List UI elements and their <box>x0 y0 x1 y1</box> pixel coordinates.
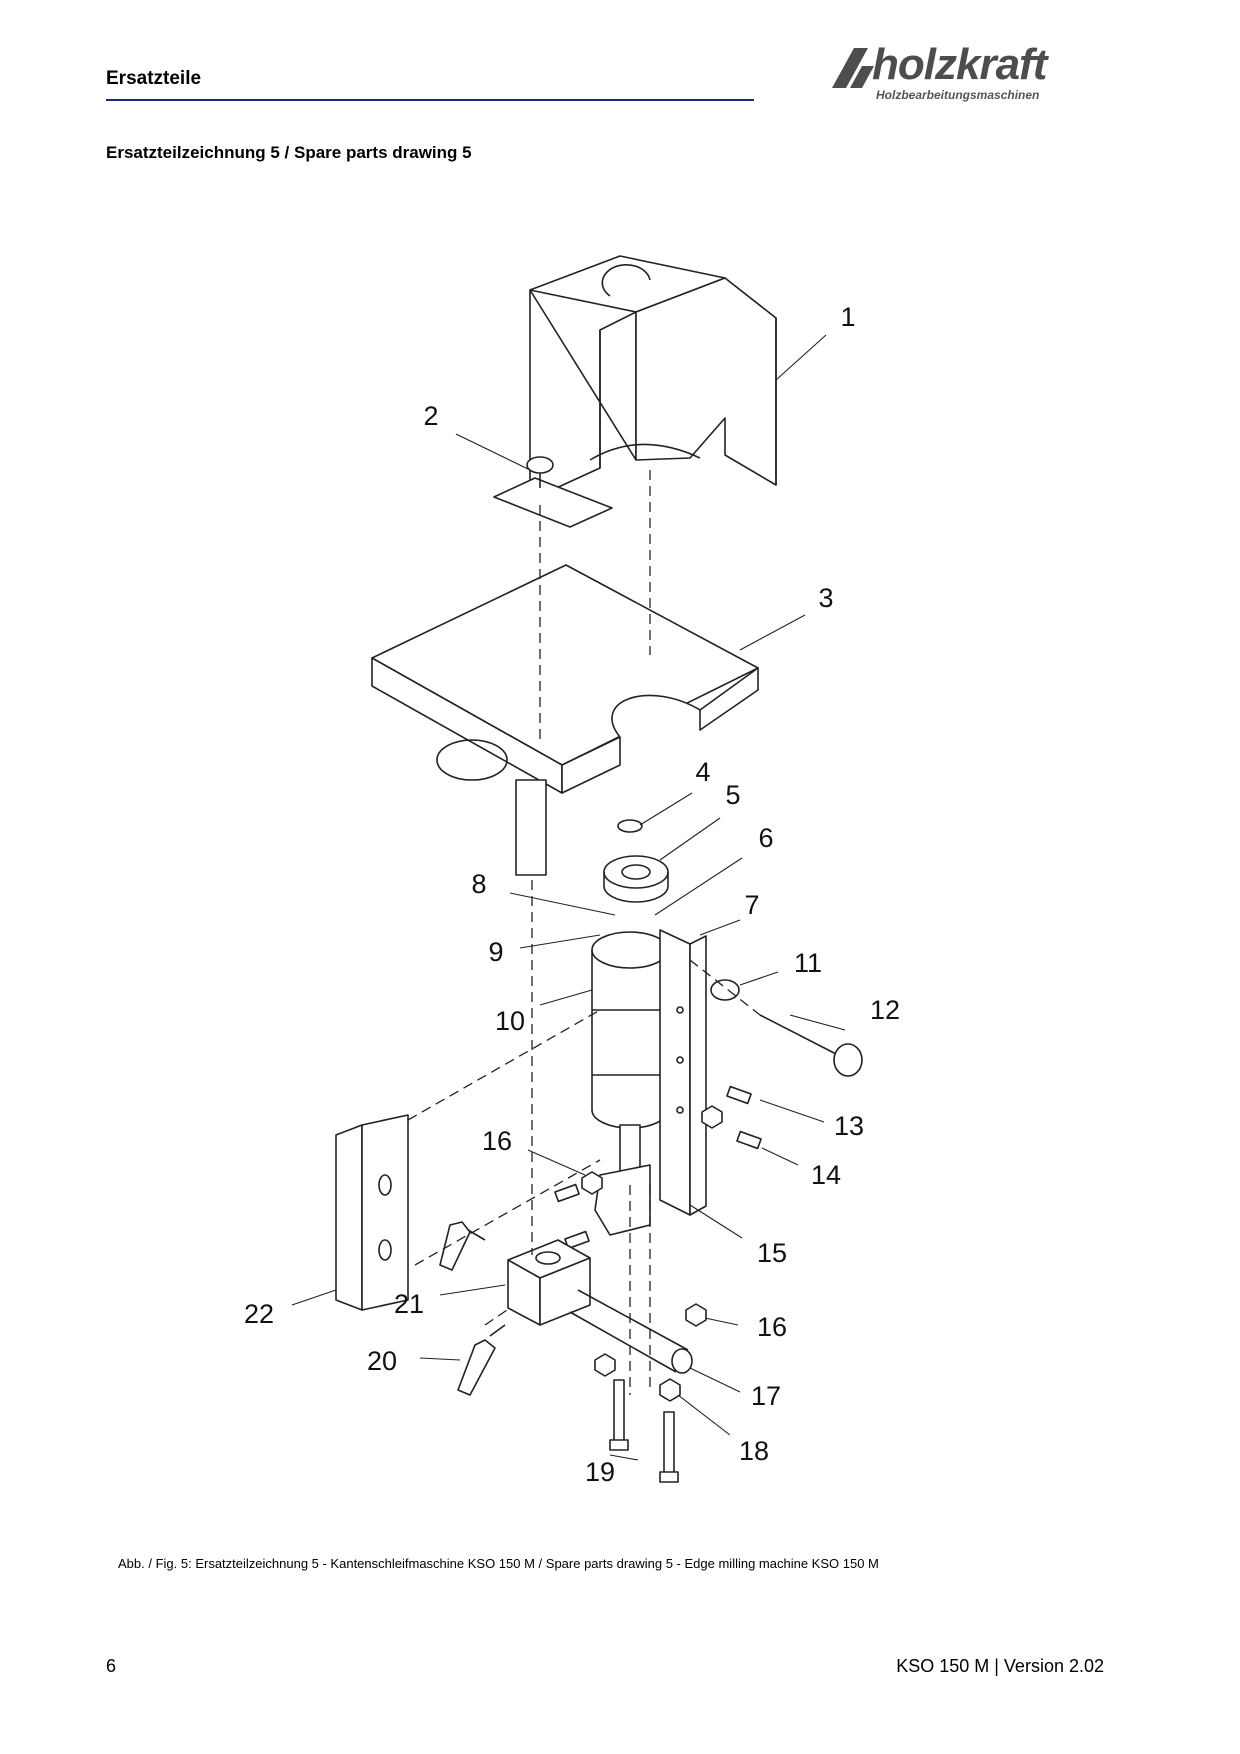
brand-logo-icon <box>832 48 874 88</box>
callout-5: 5 <box>725 780 740 810</box>
part-3-table <box>371 564 759 876</box>
callout-17: 17 <box>751 1381 781 1411</box>
callout-14: 14 <box>811 1160 841 1190</box>
part-17-tube <box>569 1289 693 1374</box>
callout-9: 9 <box>488 937 503 967</box>
callout-12: 12 <box>870 995 900 1025</box>
parts-4-6-bearing <box>603 819 669 903</box>
callout-8: 8 <box>471 869 486 899</box>
callout-3: 3 <box>818 583 833 613</box>
callout-22: 22 <box>244 1299 274 1329</box>
assembly-axes <box>407 470 761 1395</box>
callout-21: 21 <box>394 1289 424 1319</box>
leader-lines <box>291 334 846 1461</box>
part-15-rail <box>659 929 707 1216</box>
callout-16-upper: 16 <box>482 1126 512 1156</box>
footer-doc-id: KSO 150 M | Version 2.02 <box>896 1656 1104 1676</box>
footer-page-number: 6 <box>106 1656 117 1676</box>
parts-11-12-bolt <box>710 979 863 1077</box>
brand-logo-wordmark: holzkraft <box>872 40 1047 89</box>
callout-19: 19 <box>585 1457 615 1487</box>
callout-18: 18 <box>739 1436 769 1466</box>
callout-20: 20 <box>367 1346 397 1376</box>
callout-1: 1 <box>840 302 855 332</box>
brand-logo: holzkraft Holzbearbeitungsmaschinen <box>828 40 1118 104</box>
part-22-clamp-plate <box>335 1114 409 1311</box>
header-rule <box>106 99 754 101</box>
callout-11: 11 <box>794 948 822 978</box>
callout-16-lower: 16 <box>757 1312 787 1342</box>
part-10-motor <box>591 931 669 1186</box>
part-21-block <box>507 1239 591 1326</box>
motor-bracket <box>594 1164 651 1236</box>
callout-2: 2 <box>423 401 438 431</box>
callout-6: 6 <box>758 823 773 853</box>
part-2-knob <box>526 456 554 488</box>
figure-caption: Abb. / Fig. 5: Ersatzteilzeichnung 5 - K… <box>118 1556 879 1571</box>
parts-13-14-pins <box>554 1085 762 1250</box>
parts-16-18-19-fasteners <box>581 1105 723 1483</box>
page-header-title: Ersatzteile <box>106 68 202 89</box>
section-title: Ersatzteilzeichnung 5 / Spare parts draw… <box>106 143 472 162</box>
callout-7: 7 <box>744 890 759 920</box>
part-1-guard <box>493 255 777 528</box>
callout-labels: 1 2 3 4 5 6 7 8 9 10 11 12 13 14 15 16 1… <box>244 302 900 1487</box>
callout-4: 4 <box>695 757 710 787</box>
part-20-lever <box>457 1324 506 1396</box>
callout-10: 10 <box>495 1006 525 1036</box>
callout-15: 15 <box>757 1238 787 1268</box>
brand-logo-subtitle: Holzbearbeitungsmaschinen <box>876 88 1040 102</box>
part-21-lever <box>439 1221 486 1271</box>
callout-13: 13 <box>834 1111 864 1141</box>
